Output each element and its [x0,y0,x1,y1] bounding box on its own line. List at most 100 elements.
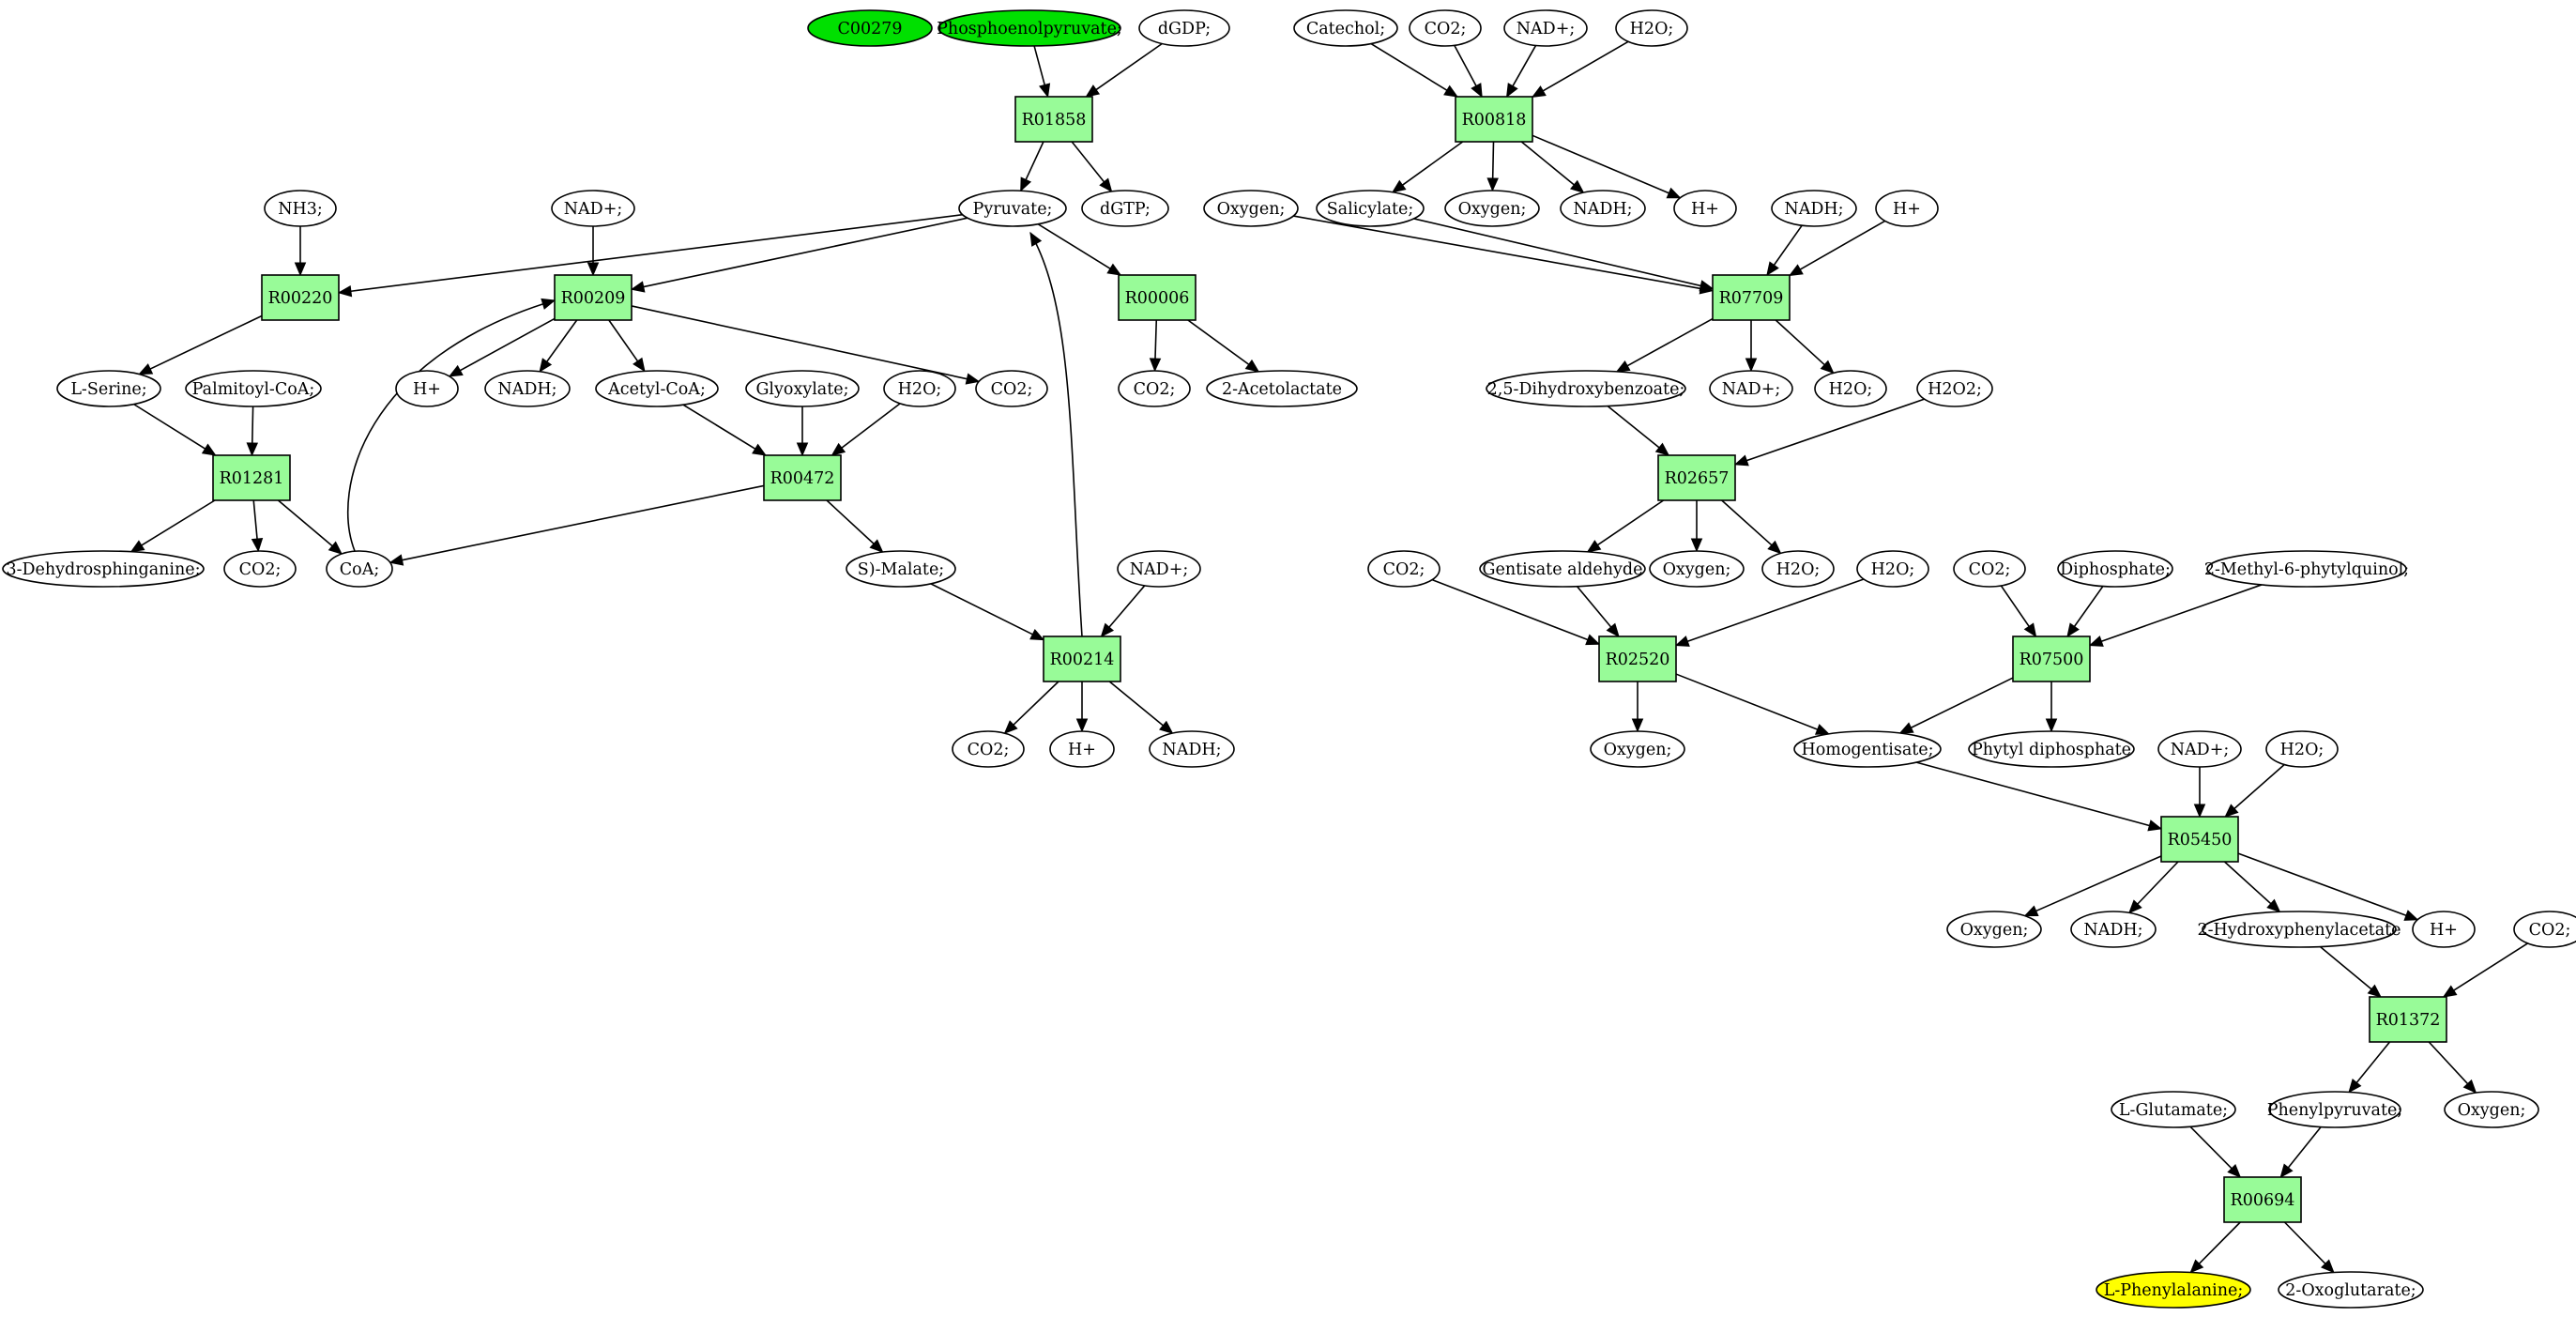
node-label: NADH; [1784,200,1843,219]
compound-ellipse [745,370,860,407]
reaction-node-r05450[interactable]: R05450 [2160,816,2239,863]
edge-r01281-to-dhs [141,499,216,546]
reaction-node-r00694[interactable]: R00694 [2223,1176,2302,1223]
compound-node-co2_c[interactable]: CO2; [223,550,297,588]
compound-node-homog[interactable]: Homogentisate; [1793,730,1942,768]
reaction-node-r01281[interactable]: R01281 [212,454,291,501]
compound-node-oxy_e[interactable]: Oxygen; [1946,911,2042,948]
compound-node-nad_b[interactable]: NAD+; [1117,550,1201,588]
compound-node-gald[interactable]: Gentisate aldehyde [1479,550,1646,588]
compound-node-co2_h[interactable]: CO2; [2513,911,2576,948]
compound-node-palm[interactable]: Palmitoyl-CoA; [185,370,322,407]
compound-node-h_a[interactable]: H+ [395,370,459,407]
compound-node-h2o_d[interactable]: H2O; [1761,550,1835,588]
compound-node-nadh_c[interactable]: NADH; [1560,190,1646,227]
compound-node-co2_g[interactable]: CO2; [1953,550,2026,588]
edge-r02657-to-gald [1597,499,1665,546]
compound-node-h2o_c[interactable]: H2O; [1814,370,1887,407]
compound-node-pep[interactable]: Phosphoenolpyruvate; [937,9,1122,47]
compound-node-lglu[interactable]: L-Glutamate; [2111,1091,2236,1128]
compound-node-phytdp[interactable]: Phytyl diphosphate [1968,730,2135,768]
compound-node-h2o_e[interactable]: H2O; [1856,550,1929,588]
arrowhead [1100,622,1115,637]
compound-node-c00279[interactable]: C00279 [807,9,933,47]
compound-node-pyr[interactable]: Pyruvate; [958,190,1067,227]
compound-node-oxy_f[interactable]: Oxygen; [2444,1091,2539,1128]
reaction-node-r00209[interactable]: R00209 [554,274,633,321]
compound-node-h2o_f[interactable]: H2O; [2265,730,2339,768]
reaction-node-r00006[interactable]: R00006 [1118,274,1197,321]
compound-node-glyox[interactable]: Glyoxylate; [745,370,860,407]
compound-node-h2o2[interactable]: H2O2; [1916,370,1993,407]
edge-pyr-to-r00209 [643,217,968,288]
edge-h2o_a-to-r00472 [841,403,901,449]
compound-node-dgtp[interactable]: dGTP; [1081,190,1169,227]
compound-node-h2o_b[interactable]: H2O; [1615,9,1688,47]
compound-node-phpyr[interactable]: Phenylpyruvate; [2267,1091,2403,1128]
compound-ellipse [1946,911,2042,948]
compound-node-nh3[interactable]: NH3; [264,190,337,227]
compound-node-dhb[interactable]: 2,5-Dihydroxybenzoate; [1486,370,1686,407]
compound-node-lser[interactable]: L-Serine; [56,370,161,407]
reaction-node-r07500[interactable]: R07500 [2012,636,2091,682]
arrowhead [448,364,464,377]
compound-node-h_b[interactable]: H+ [1049,730,1115,768]
reaction-node-r02657[interactable]: R02657 [1657,454,1736,501]
node-label: R01858 [1022,111,1087,130]
node-label: CO2; [1134,380,1176,399]
compound-node-catechol[interactable]: Catechol; [1293,9,1398,47]
compound-node-dhs[interactable]: 3-Dehydrosphinganine; [2,550,205,588]
compound-node-oxy_d[interactable]: Oxygen; [1590,730,1685,768]
compound-node-co2_b[interactable]: CO2; [1118,370,1191,407]
compound-node-hpa[interactable]: 2-Hydroxyphenylacetate [2197,911,2401,948]
compound-node-oxoglu[interactable]: 2-Oxoglutarate; [2278,1271,2424,1309]
reaction-node-r02520[interactable]: R02520 [1598,636,1677,682]
compound-node-oxy_c[interactable]: Oxygen; [1649,550,1745,588]
compound-node-h2o_a[interactable]: H2O; [883,370,956,407]
reaction-node-r07709[interactable]: R07709 [1712,274,1791,321]
compound-node-nad_a[interactable]: NAD+; [551,190,635,227]
arrowhead [2147,819,2163,832]
reaction-node-r00214[interactable]: R00214 [1043,636,1121,682]
edge-r00214-to-co2_d [1013,681,1059,726]
compound-node-co2_e[interactable]: CO2; [1409,9,1482,47]
compound-node-smal[interactable]: S)-Malate; [846,550,956,588]
edge-coa-to-r00209 [346,299,556,552]
arrowhead [1745,358,1758,373]
compound-node-dgdp[interactable]: dGDP; [1138,9,1230,47]
arrowhead [633,357,646,373]
compound-node-acetol[interactable]: 2-Acetolactate [1206,370,1358,407]
reaction-node-r01372[interactable]: R01372 [2369,996,2447,1043]
compound-node-lphe[interactable]: L-Phenylalanine; [2096,1271,2251,1309]
compound-node-nad_e[interactable]: NAD+; [2157,730,2242,768]
compound-node-co2_d[interactable]: CO2; [952,730,1025,768]
compound-node-nadh_b[interactable]: NADH; [1149,730,1235,768]
compound-node-coa[interactable]: CoA; [326,550,393,588]
edge-r00694-to-lphe [2198,1221,2241,1264]
compound-node-nad_c[interactable]: NAD+; [1503,9,1588,47]
compound-node-nadh_e[interactable]: NADH; [2070,911,2157,948]
edge-r01858-to-dgtp [1071,141,1105,183]
reaction-node-r00220[interactable]: R00220 [261,274,340,321]
compound-ellipse [937,9,1121,47]
compound-node-co2_f[interactable]: CO2; [1367,550,1440,588]
reaction-node-r00472[interactable]: R00472 [763,454,842,501]
compound-node-nadh_d[interactable]: NADH; [1771,190,1857,227]
compound-node-h_e[interactable]: H+ [2412,911,2476,948]
compound-node-acoa[interactable]: Acetyl-CoA; [595,370,719,407]
compound-node-mpq[interactable]: 2-Methyl-6-phytylquinol; [2204,550,2409,588]
compound-ellipse [2,550,205,588]
compound-node-nad_d[interactable]: NAD+; [1709,370,1793,407]
compound-node-co2_a[interactable]: CO2; [975,370,1048,407]
reaction-node-r01858[interactable]: R01858 [1014,96,1093,143]
compound-node-h_c[interactable]: H+ [1673,190,1737,227]
reaction-box [2369,996,2447,1043]
compound-node-salic[interactable]: Salicylate; [1316,190,1425,227]
reaction-node-r00818[interactable]: R00818 [1455,96,1533,143]
compound-node-oxy_b[interactable]: Oxygen; [1444,190,1540,227]
compound-node-oxy_a[interactable]: Oxygen; [1203,190,1299,227]
node-label: dGTP; [1100,200,1151,219]
compound-node-nadh_a[interactable]: NADH; [484,370,571,407]
compound-node-h_d[interactable]: H+ [1875,190,1939,227]
compound-node-dipho[interactable]: Diphosphate; [2057,550,2173,588]
